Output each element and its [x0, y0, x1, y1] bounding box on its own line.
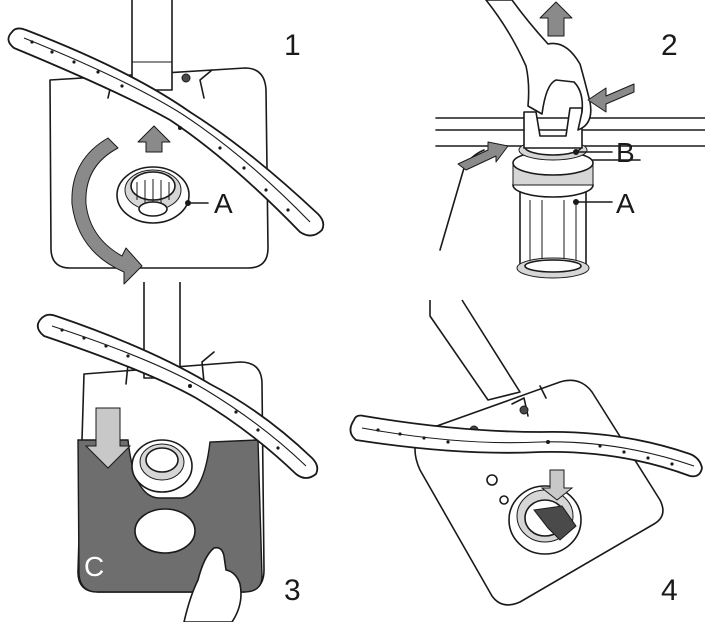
step-number-4: 4 [661, 574, 678, 607]
rotate-arrow-icon [71, 137, 143, 285]
arrow-down-icon [84, 407, 132, 469]
label-a: A [214, 188, 233, 219]
label-c: C [84, 551, 104, 582]
step-number-3: 3 [284, 574, 301, 607]
panel-1: A 1 [7, 0, 325, 285]
panel-4: 4 [349, 299, 703, 607]
filter-ribs [136, 179, 170, 205]
spray-holes [376, 428, 674, 466]
arrow-up-icon [137, 125, 171, 153]
arrow-right-icon [457, 141, 509, 171]
arrow-down-icon [540, 469, 574, 501]
panel-3: C 3 [36, 282, 319, 622]
arrow-up-icon [539, 1, 573, 37]
spray-holes [60, 328, 280, 450]
spray-holes [30, 40, 290, 212]
label-a: A [616, 188, 635, 219]
panel-2: B A 2 [435, 0, 705, 279]
hand-icon [183, 546, 242, 622]
step-number-1: 1 [284, 29, 301, 62]
label-b: B [616, 137, 635, 168]
arrow-left-icon [587, 83, 635, 113]
filter-mesh [529, 200, 577, 262]
step-number-2: 2 [661, 29, 678, 62]
hand-icon [485, 0, 592, 131]
